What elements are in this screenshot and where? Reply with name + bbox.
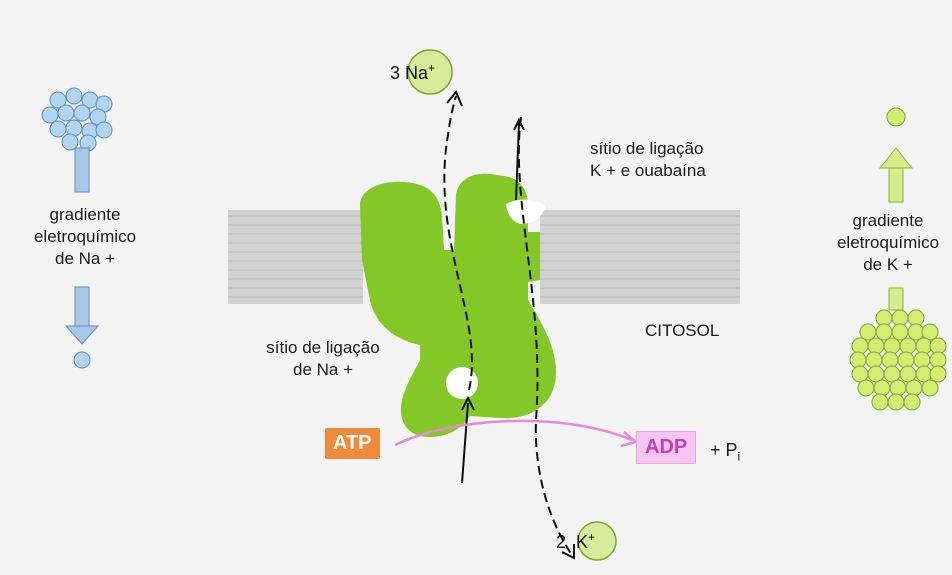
potassium-ion-sphere — [889, 379, 907, 397]
sodium-ion-sphere — [49, 91, 67, 109]
sodium-ion-sphere — [57, 104, 75, 122]
sodium-ion-cluster — [41, 87, 113, 152]
potassium-ion-sphere — [875, 323, 893, 341]
phosphate-label: + Pi — [710, 439, 740, 468]
sodium-gradient-label: gradiente eletroquímico de Na + — [10, 204, 160, 270]
na-short-arrow — [461, 402, 469, 484]
phosphate-subscript: i — [737, 449, 741, 464]
potassium-ion-sphere — [897, 351, 915, 369]
sodium-ion-sphere — [73, 104, 91, 122]
potassium-ion-sphere — [929, 365, 947, 383]
na-short-arrowhead — [461, 395, 475, 411]
potassium-ion-sphere — [881, 351, 899, 369]
sodium-binding-site — [446, 367, 478, 399]
potassium-gradient-label: gradiente eletroquímico de K + — [824, 210, 952, 276]
potassium-ion-cluster — [849, 309, 947, 411]
transport-arrows — [443, 90, 575, 560]
membrane-block — [228, 210, 363, 304]
potassium-ion-sphere — [851, 337, 869, 355]
k-short-arrow — [515, 122, 520, 201]
membrane-left-segment — [228, 210, 363, 304]
sodium-ion-sphere — [65, 87, 83, 105]
na-site-line-1: sítio de ligação — [266, 338, 380, 357]
sodium-ion-sphere — [65, 119, 83, 137]
potassium-ion-sphere — [867, 337, 885, 355]
cytosol-label: CITOSOL — [645, 321, 720, 340]
potassium-ion-sphere — [883, 337, 901, 355]
potassium-site-label: sítio de ligação K + e ouabaína — [590, 138, 760, 182]
potassium-ion-label: 2 K+ — [556, 530, 595, 553]
na-gradient-line-2: eletroquímico — [33, 227, 137, 246]
k-site-line-1: sítio de ligação — [590, 139, 704, 158]
single-sodium-ion — [73, 351, 91, 369]
single-potassium-ion — [886, 107, 906, 127]
sodium-potassium-pump — [360, 173, 556, 438]
sodium-ion-sphere — [49, 120, 67, 138]
sodium-gradient-graphic — [41, 87, 113, 369]
sodium-efflux-arrowhead — [446, 90, 463, 107]
sodium-ion-label: 3 Na+ — [390, 61, 435, 84]
potassium-gradient-arrow-shaft — [888, 167, 904, 203]
na-site-line-2: de Na + — [292, 360, 353, 379]
membrane-block — [540, 210, 740, 304]
potassium-ion-sphere — [857, 379, 875, 397]
sodium-symbol: Na — [405, 63, 429, 83]
potassium-ion-sphere — [859, 323, 877, 341]
potassium-ion-sphere — [905, 379, 923, 397]
na-gradient-line-1: gradiente — [49, 205, 121, 224]
adp-box: ADP — [636, 431, 697, 464]
potassium-ion-inside — [577, 521, 617, 561]
potassium-influx-arrowhead — [561, 544, 575, 560]
potassium-influx-arrow — [517, 116, 573, 556]
potassium-ion-sphere — [849, 351, 867, 369]
sodium-gradient-arrow-top — [74, 147, 90, 193]
potassium-ion-sphere — [903, 393, 921, 411]
sodium-gradient-arrowhead — [64, 325, 100, 345]
k-short-arrowhead — [513, 117, 525, 131]
sodium-site-label: sítio de ligação de Na + — [248, 337, 398, 381]
potassium-ion-sphere — [865, 351, 883, 369]
potassium-ion-sphere — [887, 393, 905, 411]
sodium-charge: + — [428, 61, 436, 75]
k-gradient-line-3: de K + — [863, 255, 913, 274]
k-gradient-line-1: gradiente — [852, 211, 924, 230]
k-site-line-2: K + e ouabaína — [590, 161, 706, 180]
potassium-count: 2 — [556, 532, 567, 552]
sodium-ion-outside — [407, 49, 453, 95]
sodium-ion-sphere — [61, 133, 79, 151]
potassium-ion-sphere — [921, 379, 939, 397]
potassium-ion-sphere — [913, 351, 931, 369]
sodium-count: 3 — [390, 63, 401, 83]
k-gradient-line-2: eletroquímico — [836, 233, 940, 252]
potassium-ion-sphere — [871, 393, 889, 411]
membrane-right-segment — [540, 210, 740, 304]
potassium-binding-site — [506, 199, 546, 224]
na-gradient-line-3: de Na + — [54, 249, 115, 268]
potassium-ion-sphere — [891, 323, 909, 341]
potassium-symbol: K — [576, 532, 589, 552]
potassium-ion-sphere — [873, 379, 891, 397]
phosphate-text: + P — [710, 440, 738, 460]
membrane — [228, 210, 740, 304]
atp-box: ATP — [325, 428, 380, 459]
sodium-efflux-arrow — [443, 95, 473, 391]
sodium-ion-sphere — [41, 106, 59, 124]
pump-protein-shape — [360, 173, 556, 438]
sodium-ion-sphere — [95, 121, 113, 139]
potassium-gradient-arrow-lower — [888, 287, 904, 311]
potassium-ion-sphere — [899, 337, 917, 355]
sodium-gradient-arrow-shaft — [74, 286, 90, 327]
potassium-charge: + — [588, 530, 596, 544]
potassium-gradient-graphic — [849, 107, 947, 411]
